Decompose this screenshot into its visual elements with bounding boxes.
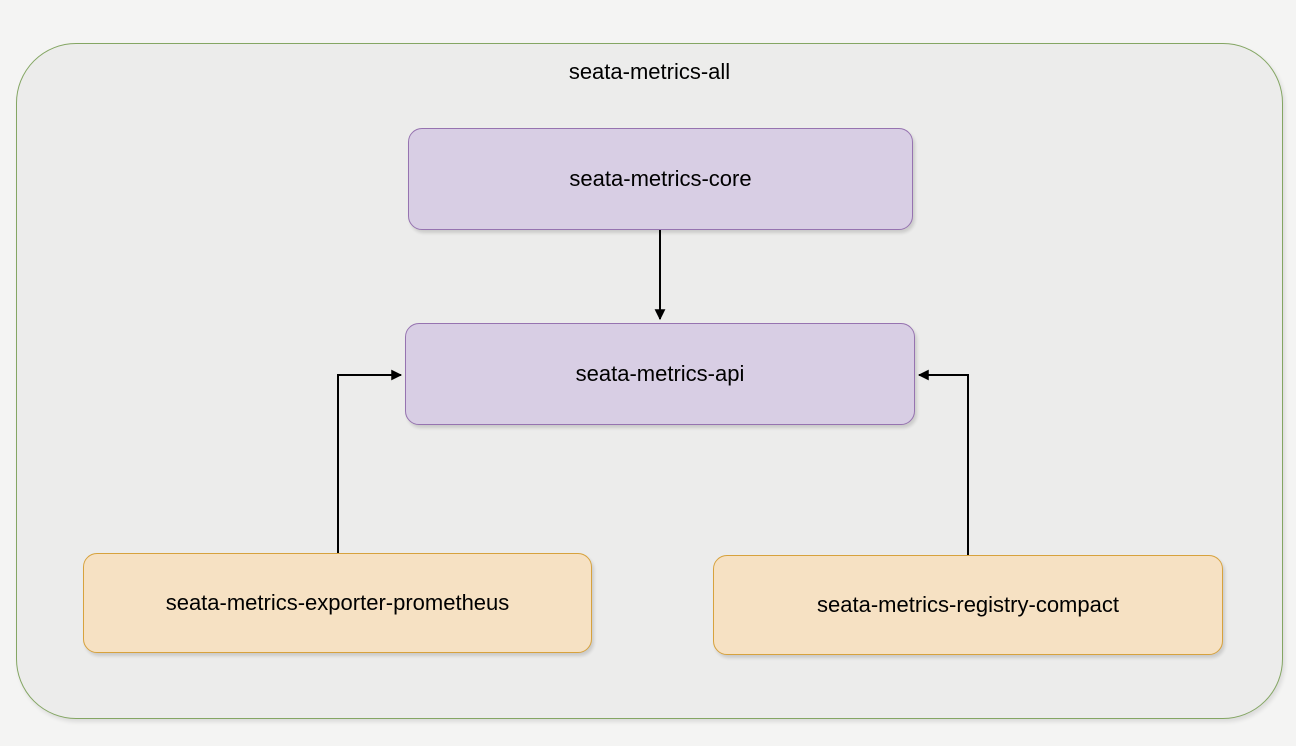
- node-label: seata-metrics-registry-compact: [817, 592, 1119, 617]
- node-seata-metrics-exporter-prometheus[interactable]: seata-metrics-exporter-prometheus: [83, 553, 592, 653]
- node-seata-metrics-core[interactable]: seata-metrics-core: [408, 128, 913, 230]
- node-label: seata-metrics-api: [575, 361, 745, 386]
- node-seata-metrics-registry-compact[interactable]: seata-metrics-registry-compact: [713, 555, 1223, 655]
- group-title: seata-metrics-all: [568, 59, 731, 84]
- node-seata-metrics-api[interactable]: seata-metrics-api: [405, 323, 915, 425]
- node-label: seata-metrics-exporter-prometheus: [165, 590, 510, 615]
- node-label: seata-metrics-core: [569, 166, 752, 191]
